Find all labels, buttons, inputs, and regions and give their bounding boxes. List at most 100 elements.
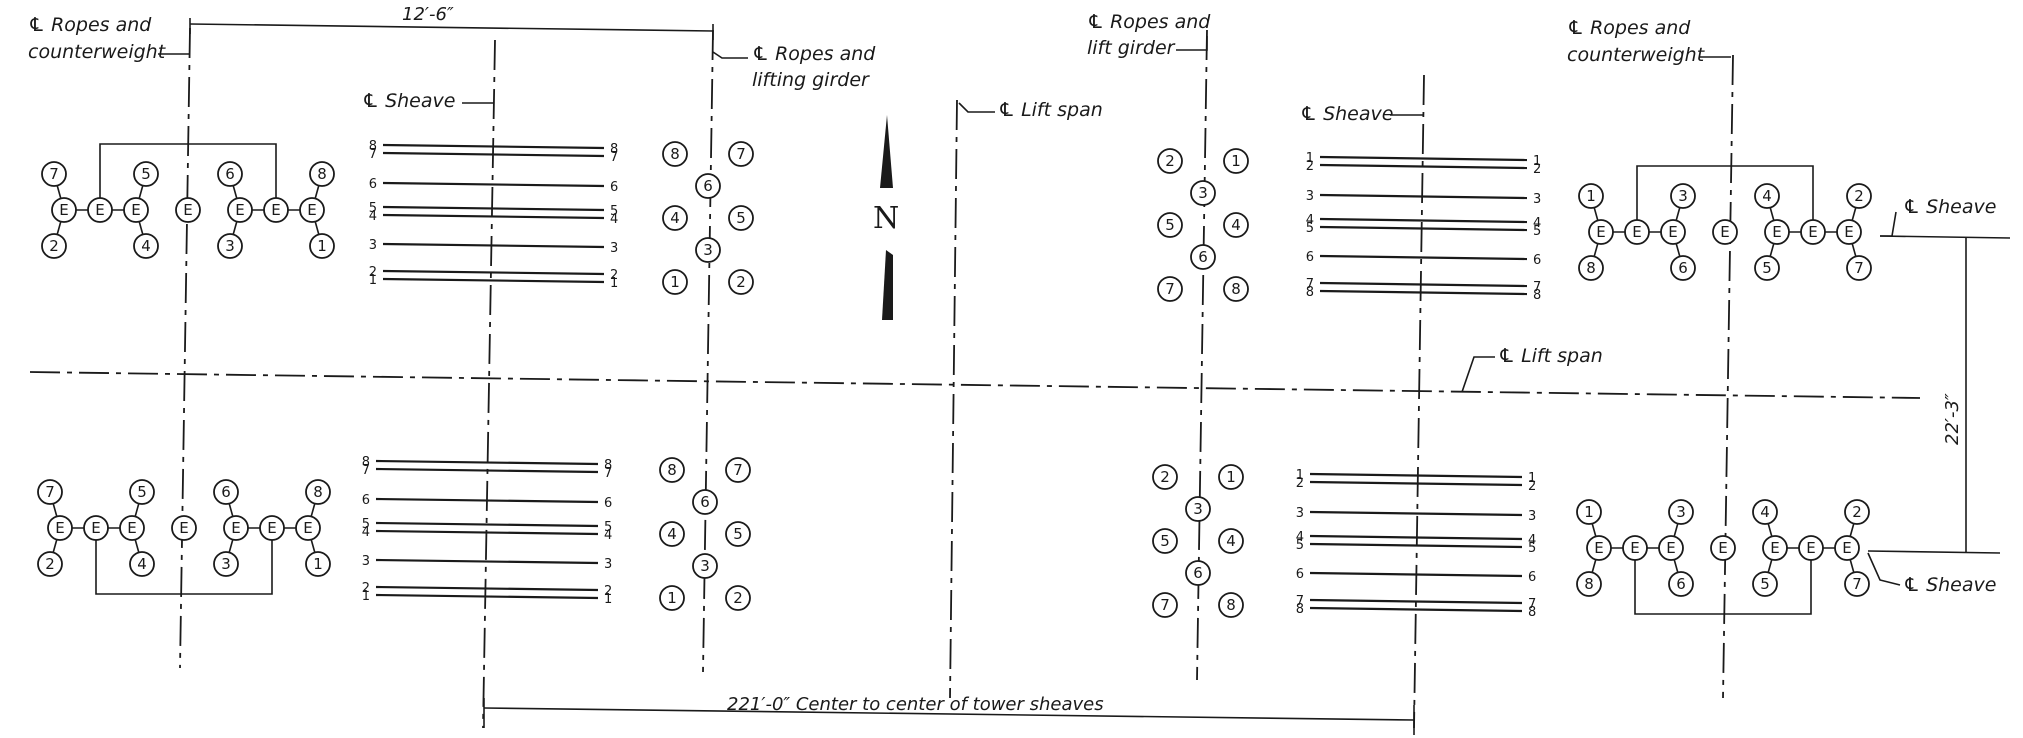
rope-number-circle (1576, 571, 1602, 597)
sheave-rope-label: 2 (733, 589, 743, 607)
rope-number-circle (1754, 183, 1780, 209)
label-ropes-counterweight-nw-line2: counterweight (28, 41, 167, 63)
rope-number-left: 1 (1306, 151, 1314, 166)
rope-line (382, 277, 605, 284)
rope-number-circle (41, 233, 67, 259)
rope-number-circle (309, 233, 335, 259)
rope-number-circle (1752, 499, 1778, 525)
rope-number-left: 4 (362, 525, 370, 540)
rope-number-right: 5 (1533, 224, 1541, 239)
rope-number-circle (305, 479, 331, 505)
rope-number-left: 6 (1296, 567, 1304, 582)
rope-line (382, 242, 605, 249)
label-sheave-w: ℄ Sheave (362, 90, 455, 112)
sheave-rope-circle (725, 521, 751, 547)
label-ropes-counterweight-ne-line1: ℄ Ropes and (1567, 17, 1691, 39)
rope-number-right: 6 (610, 180, 618, 195)
rope-number-circle (213, 479, 239, 505)
equalizer-e-label: E (1596, 223, 1605, 241)
rope-number-label: 1 (1584, 503, 1594, 521)
rope-number-circle (129, 551, 155, 577)
sheave-rope-circle (1218, 592, 1244, 618)
equalizer-e-label: E (1808, 223, 1817, 241)
equalizer-e-circle (1834, 535, 1860, 561)
sheave-rope-label: 2 (1165, 152, 1175, 170)
equalizer-bracket (1636, 165, 1814, 232)
rope-line (1309, 510, 1523, 517)
rope-number-left: 6 (369, 177, 377, 192)
rope-number-right: 3 (604, 557, 612, 572)
sheave-rope-label: 5 (733, 525, 743, 543)
rope-line (382, 205, 605, 212)
sheave-rope-label: 6 (1193, 564, 1203, 582)
sheave-rope-circle (1157, 276, 1183, 302)
sheave-rope-label: 4 (1231, 216, 1241, 234)
rope-line (382, 213, 605, 220)
equalizer-e-label: E (235, 201, 244, 219)
dim-line-top (189, 23, 714, 32)
equalizer-e-circle (1622, 535, 1648, 561)
rope-number-right: 3 (610, 241, 618, 256)
sheave-rope-circle (662, 141, 688, 167)
rope-number-circle (133, 161, 159, 187)
equalizer-bracket (95, 528, 273, 595)
sheave-rope-label: 4 (667, 525, 677, 543)
label-ropes-lift-girder-e-line1: ℄ Ropes and (1087, 11, 1211, 33)
rope-number-left: 8 (369, 139, 377, 154)
rope-number-label: 8 (313, 483, 323, 501)
cl-ropes-counterweight-east (1722, 54, 1734, 699)
equalizer-e-circle (1624, 219, 1650, 245)
equalizer-e-label: E (1844, 223, 1853, 241)
sheave-rope-circle (725, 585, 751, 611)
dim-text-bottom: 221′-0″ Center to center of tower sheave… (727, 694, 1104, 715)
equalizer-e-circle (87, 197, 113, 223)
sheave-rope-circle (728, 205, 754, 231)
rope-number-circle (1846, 255, 1872, 281)
sheave-rope-label: 2 (1160, 468, 1170, 486)
rope-number-left: 8 (1306, 285, 1314, 300)
rope-number-label: 4 (1760, 503, 1770, 521)
rope-number-label: 6 (1678, 259, 1688, 277)
rope-number-label: 1 (313, 555, 323, 573)
rope-line (1309, 534, 1523, 541)
equalizer-e-circle (47, 515, 73, 541)
rope-number-label: 2 (1852, 503, 1862, 521)
rope-line (1309, 606, 1523, 613)
sheave-rope-circle (1223, 148, 1249, 174)
sheave-rope-label: 7 (733, 461, 743, 479)
rope-line (1319, 254, 1528, 261)
rope-number-left: 3 (1306, 189, 1314, 204)
dim-ext-right-top (1879, 235, 2011, 239)
leader-lift-span-top (958, 102, 995, 113)
equalizer-bracket (1634, 548, 1812, 615)
equalizer-e-circle (1588, 219, 1614, 245)
rope-number-right: 4 (604, 528, 612, 543)
rope-line (1319, 193, 1528, 200)
rope-number-circle (217, 233, 243, 259)
sheave-rope-label: 4 (1226, 532, 1236, 550)
rope-number-circle (1754, 255, 1780, 281)
rope-line (382, 143, 605, 150)
rope-number-circle (37, 551, 63, 577)
sheave-rope-circle (1185, 560, 1211, 586)
rope-number-right: 4 (1528, 533, 1536, 548)
sheave-rope-label: 7 (1165, 280, 1175, 298)
dim-ext-right-bottom (1867, 550, 2001, 554)
equalizer-e-circle (295, 515, 321, 541)
equalizer-e-circle (1764, 219, 1790, 245)
sheave-rope-label: 3 (1193, 500, 1203, 518)
rope-number-left: 6 (1306, 250, 1314, 265)
rope-number-label: 7 (49, 165, 59, 183)
equalizer-e-label: E (1842, 539, 1851, 557)
sheave-rope-circle (659, 457, 685, 483)
rope-number-left: 3 (362, 554, 370, 569)
rope-number-left: 8 (362, 455, 370, 470)
sheave-rope-label: 8 (667, 461, 677, 479)
equalizer-e-circle (263, 197, 289, 223)
equalizer-e-circle (83, 515, 109, 541)
rope-number-label: 8 (1586, 259, 1596, 277)
